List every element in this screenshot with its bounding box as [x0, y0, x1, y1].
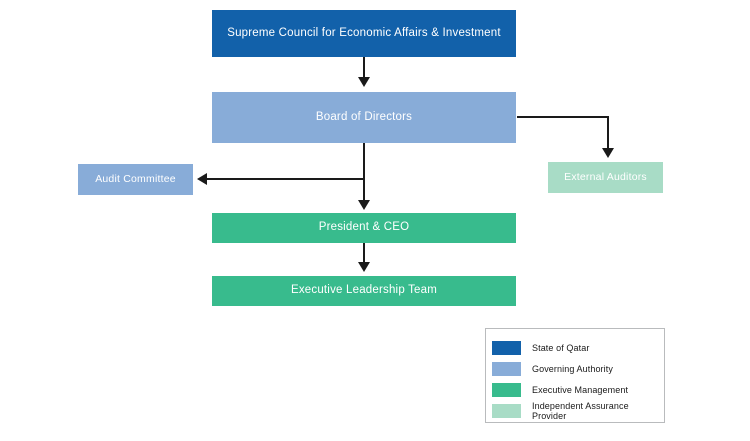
- node-external-auditors: External Auditors: [548, 162, 663, 193]
- legend-label: Governing Authority: [532, 363, 613, 374]
- legend: State of Qatar Governing Authority Execu…: [485, 328, 665, 423]
- legend-item-independent-assurance-provider: Independent Assurance Provider: [486, 400, 664, 421]
- node-executive-leadership-team: Executive Leadership Team: [212, 276, 516, 306]
- legend-label: Independent Assurance Provider: [532, 400, 629, 421]
- node-executive-leadership-team-label: Executive Leadership Team: [290, 284, 438, 297]
- legend-swatch-governing-authority: [492, 361, 521, 376]
- legend-item-state-of-qatar: State of Qatar: [486, 337, 664, 358]
- legend-swatch-independent-assurance-provider: [492, 403, 521, 418]
- legend-label: Executive Management: [532, 384, 629, 395]
- node-board-of-directors: Board of Directors: [212, 92, 516, 143]
- node-board-of-directors-label: Board of Directors: [315, 110, 413, 123]
- legend-label: State of Qatar: [532, 342, 590, 353]
- connector-board-to-external: [517, 116, 614, 158]
- legend-swatch-state-of-qatar: [492, 340, 521, 355]
- node-audit-committee-label: Audit Committee: [95, 173, 176, 186]
- node-external-auditors-label: External Auditors: [564, 171, 647, 184]
- node-president-ceo-label: President & CEO: [318, 221, 410, 234]
- node-audit-committee: Audit Committee: [78, 164, 193, 195]
- connector-president-to-elt: [358, 243, 370, 272]
- connector-board-to-president: [358, 143, 370, 210]
- connector-board-to-audit: [197, 173, 364, 185]
- connector-supreme-to-board: [358, 57, 370, 87]
- node-president-ceo: President & CEO: [212, 213, 516, 243]
- legend-swatch-executive-management: [492, 382, 521, 397]
- node-supreme-council: Supreme Council for Economic Affairs & I…: [212, 10, 516, 57]
- legend-item-governing-authority: Governing Authority: [486, 358, 664, 379]
- legend-item-executive-management: Executive Management: [486, 379, 664, 400]
- node-supreme-council-label: Supreme Council for Economic Affairs & I…: [227, 26, 501, 39]
